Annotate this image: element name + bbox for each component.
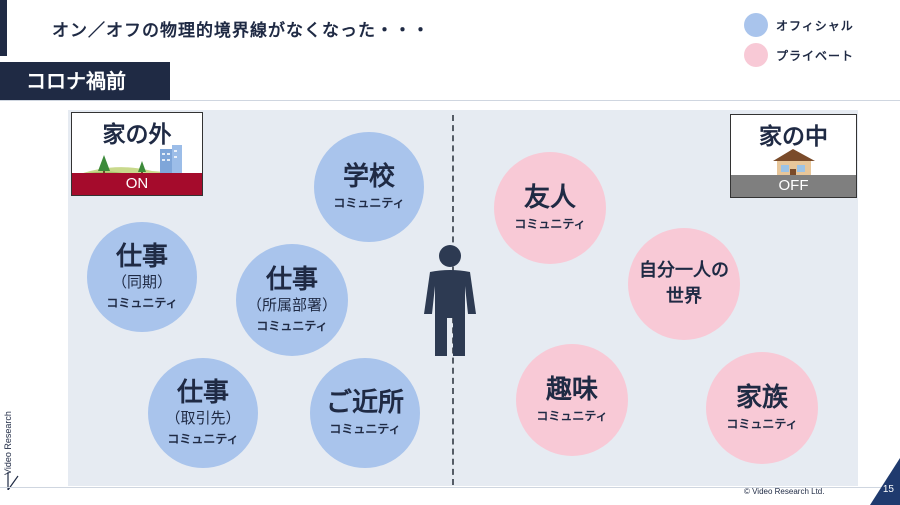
circle-school-community: 学校 コミュニティ bbox=[314, 132, 424, 242]
copyright-text: © Video Research Ltd. bbox=[744, 487, 825, 496]
section-label: コロナ禍前 bbox=[0, 62, 170, 100]
section-divider bbox=[0, 100, 900, 101]
legend-swatch-private bbox=[744, 43, 768, 67]
legend-label-private: プライベート bbox=[776, 48, 855, 63]
circle-subtitle: コミュニティ bbox=[536, 409, 608, 423]
circle-note: （所属部署） bbox=[246, 296, 337, 314]
company-logo-text: Video Research bbox=[3, 411, 13, 475]
circle-note: （取引先） bbox=[165, 409, 241, 427]
page-number-badge bbox=[870, 458, 900, 505]
sign-outside-title: 家の外 bbox=[102, 122, 172, 148]
house-icon bbox=[773, 149, 815, 179]
circle-subtitle: コミュニティ bbox=[167, 432, 239, 446]
circle-alone-world: 自分一人の 世界 bbox=[628, 228, 740, 340]
legend-item-official: オフィシャル bbox=[744, 10, 854, 40]
circle-subtitle: コミュニティ bbox=[329, 422, 401, 436]
circle-title: 学校 bbox=[342, 162, 395, 192]
circle-title: 仕事 bbox=[176, 378, 229, 408]
circle-family-community: 家族 コミュニティ bbox=[706, 352, 818, 464]
circle-title: ご近所 bbox=[325, 388, 404, 418]
sign-inside-title: 家の中 bbox=[759, 124, 828, 150]
legend-item-private: プライベート bbox=[744, 40, 854, 70]
sign-outside: 家の外 ON bbox=[71, 112, 203, 196]
circle-subtitle: コミュニティ bbox=[726, 417, 798, 431]
header-accent-bar bbox=[0, 0, 7, 56]
circle-work-peers-community: 仕事 （同期） コミュニティ bbox=[87, 222, 197, 332]
circle-title: 仕事 bbox=[265, 265, 318, 295]
legend-label-official: オフィシャル bbox=[776, 18, 854, 33]
circle-hobby-community: 趣味 コミュニティ bbox=[516, 344, 628, 456]
legend-swatch-official bbox=[744, 13, 768, 37]
circle-work-clients-community: 仕事 （取引先） コミュニティ bbox=[148, 358, 258, 468]
page-number: 15 bbox=[882, 484, 894, 495]
circle-line-1: 自分一人の bbox=[639, 260, 729, 281]
person-icon bbox=[424, 245, 476, 356]
circle-subtitle: コミュニティ bbox=[514, 217, 586, 231]
circle-title: 趣味 bbox=[545, 375, 598, 405]
circle-subtitle: コミュニティ bbox=[106, 296, 178, 310]
circle-line-2: 世界 bbox=[666, 286, 702, 307]
circle-work-dept-community: 仕事 （所属部署） コミュニティ bbox=[236, 244, 348, 356]
circle-title: 友人 bbox=[523, 183, 576, 213]
circle-note: （同期） bbox=[111, 273, 172, 291]
circle-title: 家族 bbox=[735, 383, 788, 413]
legend: オフィシャル プライベート bbox=[744, 10, 854, 70]
circle-subtitle: コミュニティ bbox=[256, 319, 328, 333]
circle-title: 仕事 bbox=[115, 242, 168, 272]
sign-outside-bar: ON bbox=[72, 173, 202, 195]
circle-neighborhood-community: ご近所 コミュニティ bbox=[310, 358, 420, 468]
footer-divider bbox=[0, 487, 900, 488]
sign-inside: 家の中 OFF bbox=[730, 114, 857, 198]
circle-friends-community: 友人 コミュニティ bbox=[494, 152, 606, 264]
slide-headline: オン／オフの物理的境界線がなくなった・・・ bbox=[52, 21, 430, 41]
sign-inside-bar: OFF bbox=[731, 175, 856, 197]
circle-subtitle: コミュニティ bbox=[333, 196, 405, 210]
